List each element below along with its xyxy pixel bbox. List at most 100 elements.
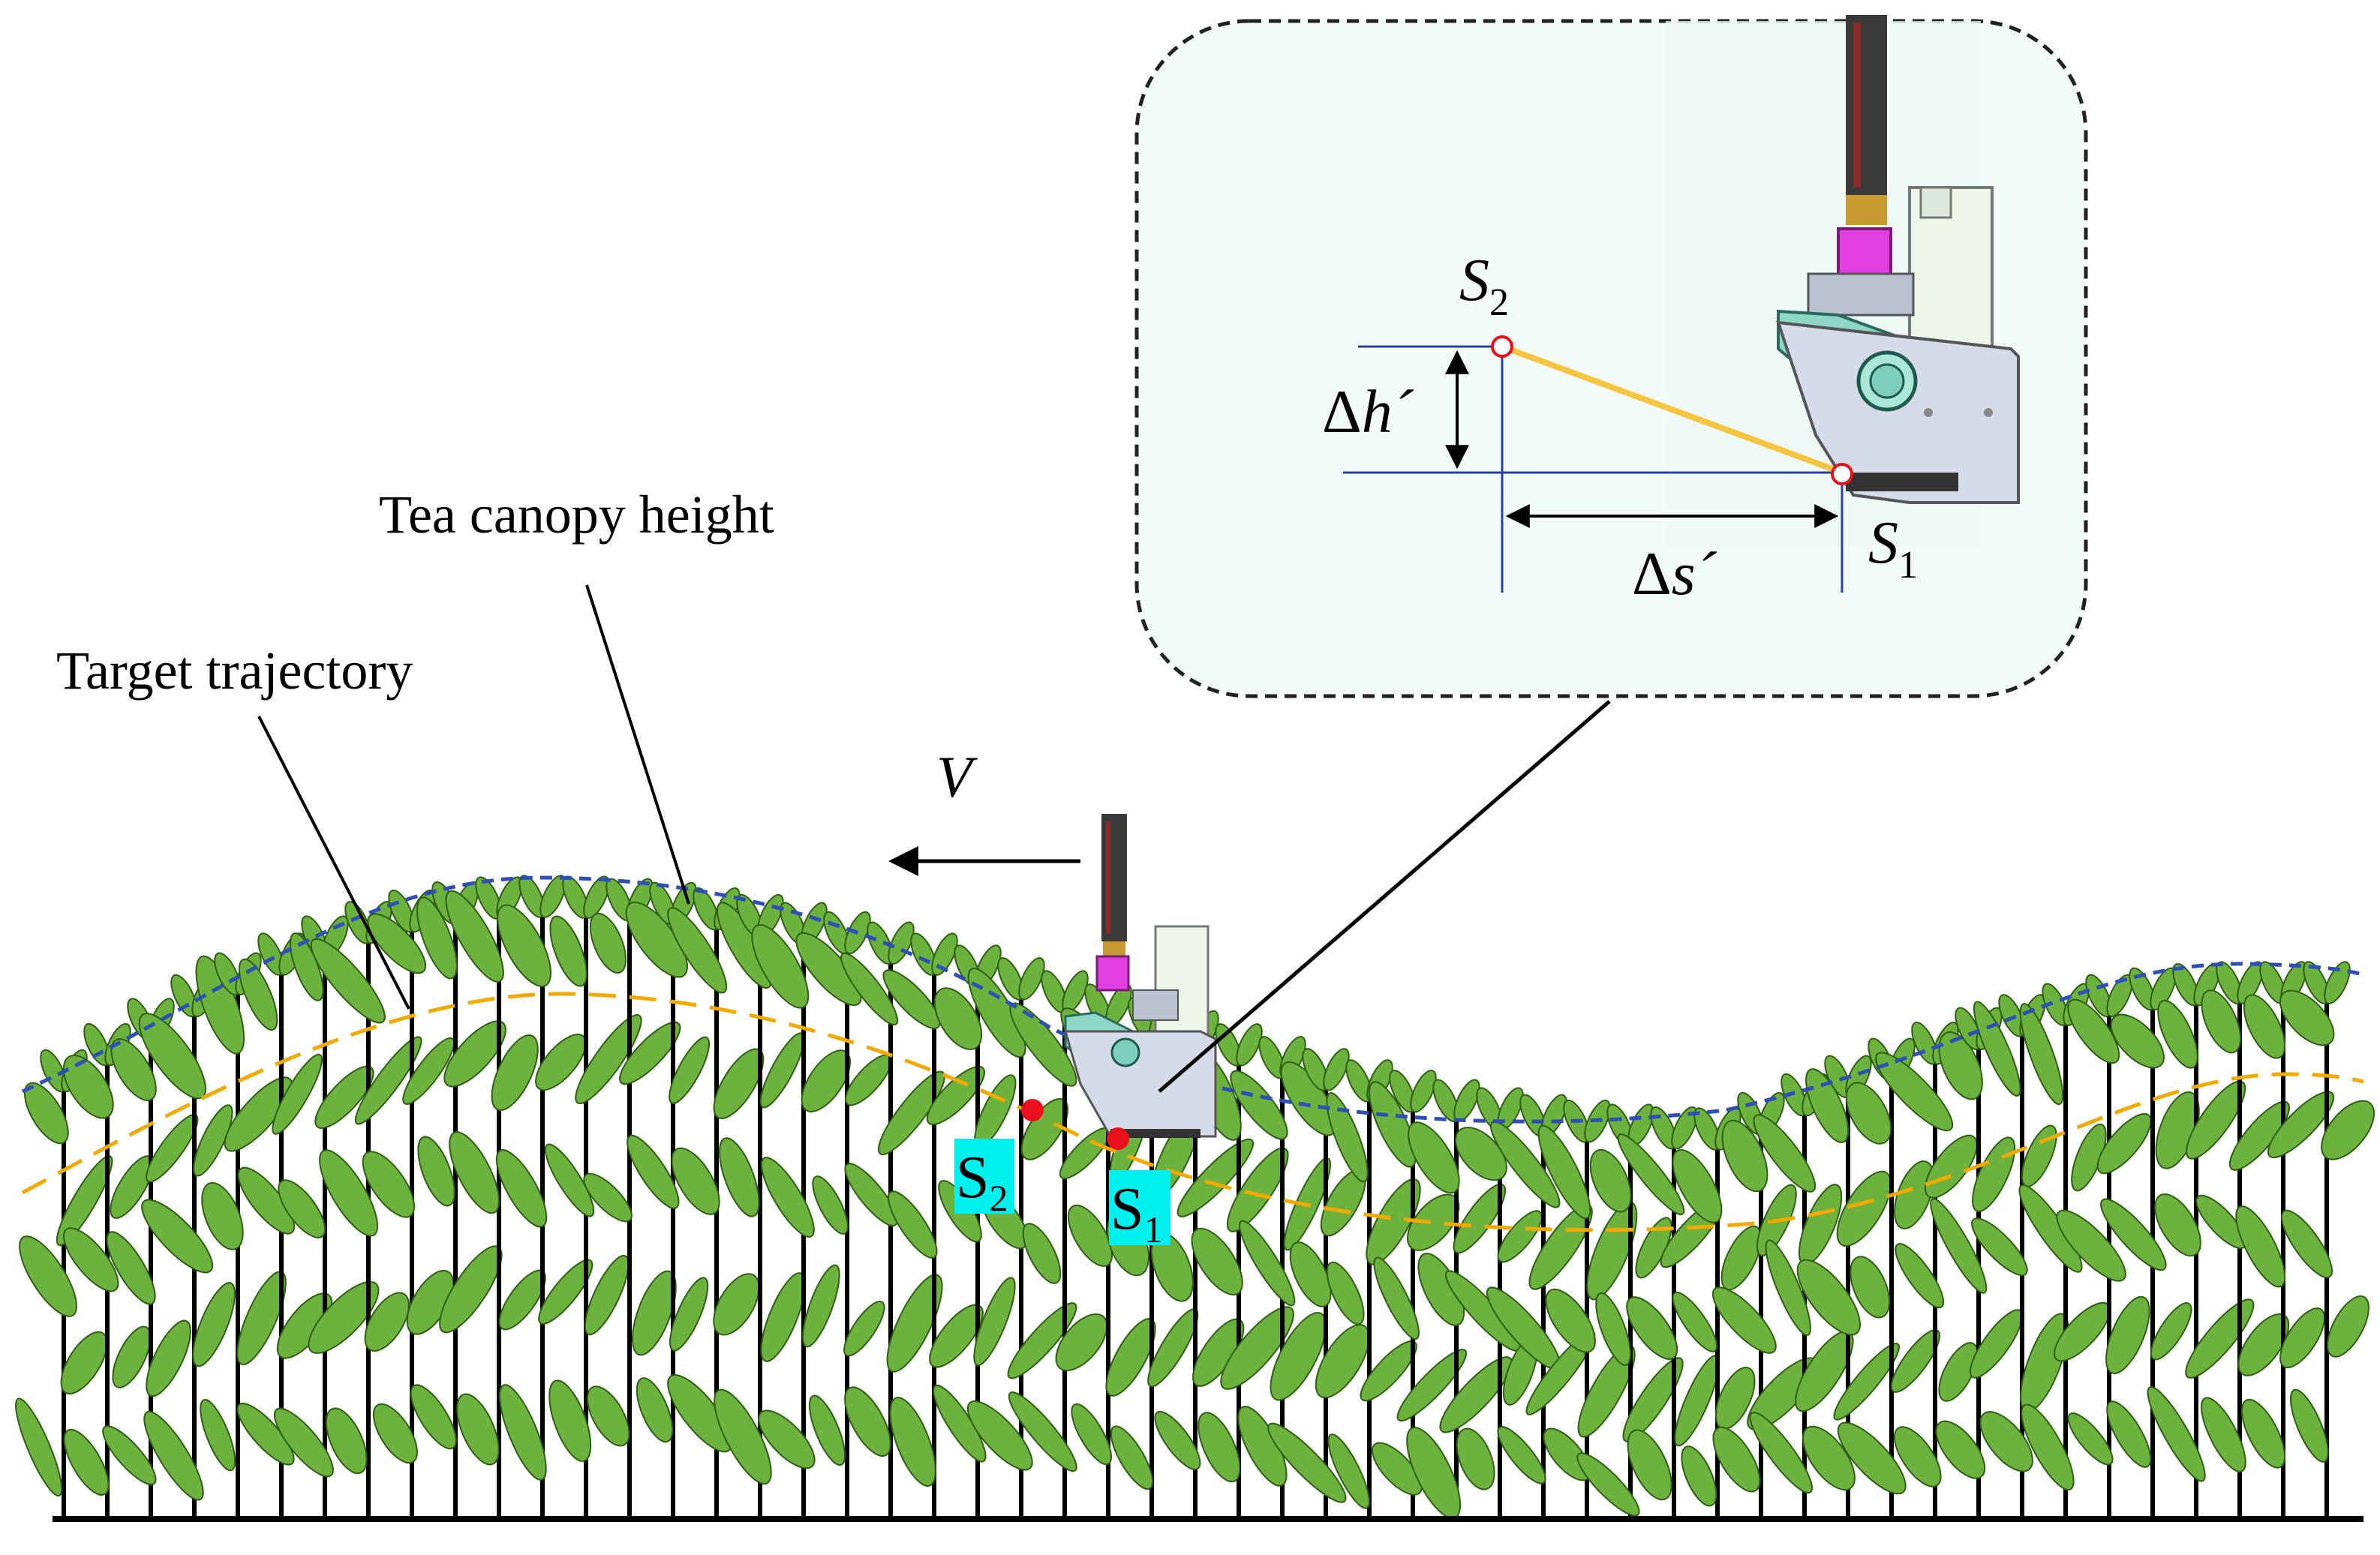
- tea-bud: [1345, 1059, 1372, 1103]
- tea-leaf: [877, 1070, 945, 1156]
- tea-leaf: [667, 907, 728, 994]
- tea-leaf: [1894, 1426, 1942, 1487]
- tea-leaf: [1007, 1302, 1077, 1379]
- tea-leaf: [201, 1181, 244, 1250]
- tea-leaf: [456, 1393, 500, 1466]
- tea-leaf: [1836, 1170, 1892, 1247]
- tea-leaf: [1979, 1411, 2033, 1472]
- tea-bud: [388, 889, 415, 933]
- tea-leaf: [1396, 1349, 1468, 1422]
- tea-leaf: [713, 1273, 760, 1336]
- tea-leaf: [1971, 1217, 2028, 1277]
- tea-leaf: [1369, 1081, 1417, 1168]
- tea-leaf: [15, 1397, 63, 1497]
- tea-leaf: [1617, 1133, 1685, 1216]
- tea-leaf: [1938, 1031, 1983, 1100]
- tea-leaf: [889, 1397, 936, 1487]
- tea-leaf: [2321, 1100, 2375, 1160]
- inset-leader-line: [1158, 700, 1611, 1093]
- tea-leaf: [1055, 1313, 1108, 1371]
- tea-leaf: [1267, 1422, 1347, 1503]
- tea-leaf: [1270, 1312, 1327, 1401]
- tea-leaf: [2240, 1398, 2285, 1469]
- tea-leaf: [758, 1409, 816, 1469]
- tea-leaf: [402, 1037, 455, 1105]
- tea-leaf: [625, 901, 688, 978]
- tea-bud: [40, 1049, 67, 1093]
- tea-leaf: [802, 1264, 840, 1348]
- tea-leaf: [272, 1053, 323, 1135]
- tea-leaf: [19, 1235, 77, 1317]
- tea-leaf: [1455, 1127, 1507, 1181]
- tea-leaf: [325, 1407, 368, 1475]
- tea-leaf: [1327, 1433, 1370, 1509]
- tea-leaf: [410, 1384, 457, 1450]
- tea-leaf: [2067, 998, 2120, 1064]
- tea-leaf: [237, 1166, 296, 1235]
- tea-leaf: [1890, 1329, 1940, 1393]
- tea-bud: [2172, 962, 2199, 1007]
- tea-leaf: [1198, 1412, 1241, 1483]
- tea-leaf: [1067, 1204, 1113, 1267]
- tea-leaf: [619, 1021, 681, 1085]
- tea-leaf: [966, 1400, 1033, 1471]
- target-trajectory-curve: [21, 992, 2364, 1232]
- svg-text:S2: S2: [956, 1145, 1008, 1219]
- tea-leaf: [812, 1175, 849, 1235]
- tea-leaf: [1022, 1223, 1062, 1284]
- tea-leaf: [146, 1319, 191, 1397]
- tea-leaf: [310, 938, 386, 1024]
- tea-leaf: [1326, 1261, 1365, 1325]
- tea-leaf: [195, 955, 245, 1055]
- canopy-leader-line: [585, 584, 690, 905]
- tea-leaf: [278, 1179, 326, 1238]
- tea-leaf: [548, 1379, 592, 1462]
- tea-leaf: [1672, 1148, 1723, 1223]
- tea-leaf: [933, 987, 983, 1050]
- tea-bud: [1389, 1070, 1416, 1113]
- tea-leaf: [319, 1149, 379, 1237]
- tea-leaf: [2280, 1209, 2333, 1279]
- tea-leaf: [112, 1325, 152, 1388]
- tea-bud: [539, 875, 566, 918]
- tea-leaf: [973, 1277, 1016, 1367]
- s1-detail-marker: [1831, 463, 1853, 485]
- tea-leaf: [2096, 1112, 2152, 1175]
- tea-leaf: [1191, 1227, 1243, 1296]
- tea-bud: [1302, 1048, 1329, 1091]
- tea-leaf: [544, 1143, 595, 1217]
- tea-leaf: [362, 1151, 416, 1218]
- tea-leaf: [367, 913, 427, 974]
- tea-leaf: [224, 1076, 293, 1152]
- tea-bud: [2085, 974, 2112, 1017]
- tea-bud: [910, 932, 937, 976]
- tea-leaf: [491, 1034, 539, 1112]
- tea-leaf: [1805, 1068, 1850, 1143]
- tea-leaf: [2105, 1295, 2150, 1374]
- tea-bud: [344, 901, 371, 944]
- tea-leaf: [2100, 1198, 2167, 1271]
- tea-leaf: [2327, 1295, 2369, 1358]
- tea-leaf: [1765, 1239, 1811, 1337]
- tea-leaf: [2201, 989, 2242, 1054]
- tea-leaf: [843, 1301, 885, 1357]
- tea-leaf: [416, 896, 458, 980]
- tea-leaf: [1672, 1291, 1718, 1352]
- tea-leaf: [449, 1131, 500, 1214]
- tea-leaf: [888, 1190, 938, 1259]
- tea-leaf: [499, 1384, 547, 1481]
- tea-leaf: [589, 912, 627, 974]
- tea-leaf: [60, 1331, 108, 1394]
- tea-leaf: [2279, 1307, 2325, 1369]
- tea-leaf: [63, 1428, 110, 1496]
- tea-leaf: [538, 1259, 593, 1325]
- tea-bud: [518, 875, 545, 918]
- pruning-machine-detail-icon: [1776, 15, 2020, 504]
- tea-bud: [997, 957, 1024, 1001]
- tea-leaf: [714, 1388, 772, 1485]
- tea-bud: [170, 974, 197, 1018]
- tea-leaf: [886, 1274, 943, 1373]
- tea-bud: [1410, 1070, 1437, 1113]
- tea-leaf: [364, 1292, 410, 1352]
